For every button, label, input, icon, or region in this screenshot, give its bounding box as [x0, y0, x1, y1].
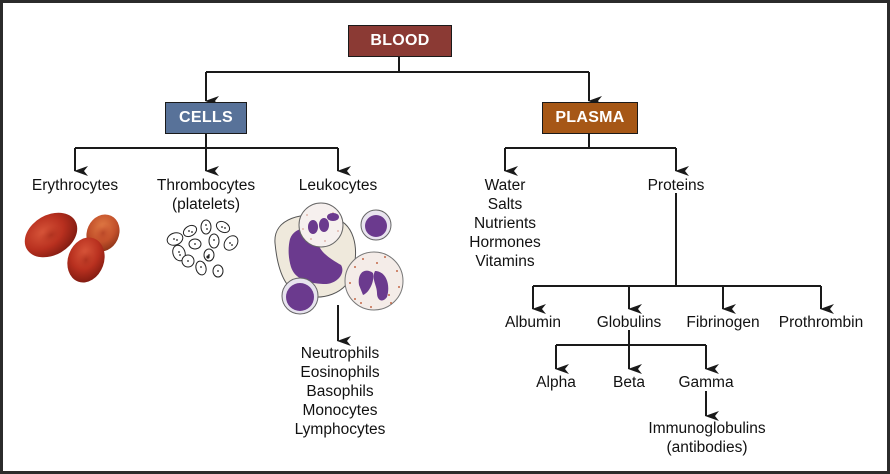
leukocyte-type: Neutrophils [300, 345, 380, 362]
globulins-label: Globulins [596, 314, 662, 331]
immunoglobulins-label-group: Immunoglobulins (antibodies) [648, 419, 765, 457]
plasma-component: Nutrients [473, 215, 537, 232]
proteins-label: Proteins [647, 177, 705, 194]
leukocyte-type: Lymphocytes [294, 421, 386, 438]
white-blood-cells-illustration [274, 202, 404, 315]
plasma-component: Vitamins [475, 253, 535, 270]
thrombocytes-sublabel: (platelets) [171, 196, 241, 213]
prothrombin-label: Prothrombin [778, 314, 864, 331]
leukocyte-type: Monocytes [302, 402, 378, 419]
blood-label: BLOOD [370, 32, 430, 49]
immunoglobulins-label: Immunoglobulins [648, 420, 766, 437]
leukocyte-types-list: Neutrophils Eosinophils Basophils Monocy… [295, 344, 386, 439]
thrombocytes-label: Thrombocytes [156, 177, 256, 194]
cells-label: CELLS [179, 109, 233, 126]
plasma-components-list: Water Salts Nutrients Hormones Vitamins [469, 176, 541, 271]
plasma-component: Hormones [469, 234, 541, 251]
gamma-label: Gamma [678, 374, 734, 391]
plasma-label: PLASMA [555, 109, 625, 126]
blood-box: BLOOD [348, 25, 452, 57]
plasma-box: PLASMA [542, 102, 638, 134]
leukocytes-label: Leukocytes [298, 177, 378, 194]
plasma-component: Salts [487, 196, 523, 213]
erythrocytes-label: Erythrocytes [31, 177, 119, 194]
beta-label: Beta [613, 374, 645, 391]
red-blood-cells-illustration [24, 212, 120, 283]
albumin-label: Albumin [505, 314, 561, 331]
alpha-label: Alpha [536, 374, 576, 391]
platelets-illustration [166, 219, 239, 278]
plasma-component: Water [484, 177, 526, 194]
leukocyte-type: Basophils [306, 383, 374, 400]
connector-lines [24, 57, 834, 421]
leukocyte-type: Eosinophils [300, 364, 380, 381]
thrombocytes-label-group: Thrombocytes (platelets) [157, 176, 255, 214]
cells-box: CELLS [165, 102, 247, 134]
immunoglobulins-sublabel: (antibodies) [666, 439, 748, 456]
fibrinogen-label: Fibrinogen [686, 314, 760, 331]
